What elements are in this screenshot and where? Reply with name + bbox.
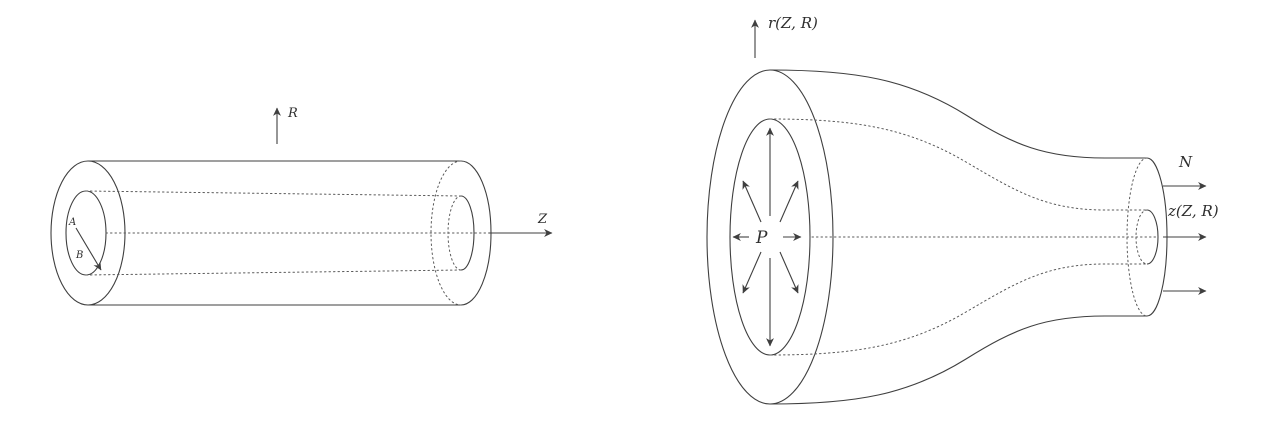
deformed-inner-bottom-hidden [769, 263, 1148, 356]
deformed-outer-end-ellipse [706, 69, 834, 405]
pressure-label: P [755, 228, 768, 248]
point-a-label: A [68, 217, 76, 228]
pressure-arrow-up-left [742, 180, 762, 223]
deformed-z-axis-label: z(Z, R) [1167, 202, 1219, 220]
inner-bore-bottom-hidden-edge [85, 269, 462, 276]
left-figure-reference-tube: Z R A B [50, 106, 553, 306]
inner-bore-far-rim-visible [460, 195, 475, 271]
pressure-arrow-up-right [779, 180, 799, 223]
left-inner-end-ellipse [65, 190, 107, 276]
right-figure-deformed-tube: r(Z, R) P N z(Z, R) [706, 14, 1219, 405]
deformed-bottom-profile [769, 315, 1147, 405]
deformed-inner-top-hidden [769, 118, 1148, 211]
left-outer-end-ellipse [50, 160, 126, 306]
axial-force-label: N [1178, 153, 1193, 171]
deformed-top-profile [769, 69, 1147, 159]
a-to-b-arrow [75, 227, 102, 271]
inner-bore-top-hidden-edge [85, 190, 462, 197]
point-b-label: B [75, 250, 83, 261]
deformed-r-axis-label: r(Z, R) [768, 14, 818, 32]
pressure-arrow-down-right [779, 251, 799, 294]
z-axis-label: Z [537, 212, 548, 227]
pressure-arrow-down-left [742, 251, 762, 294]
r-axis-label: R [287, 106, 298, 121]
deformed-inner-far-rim-visible [1146, 209, 1159, 265]
